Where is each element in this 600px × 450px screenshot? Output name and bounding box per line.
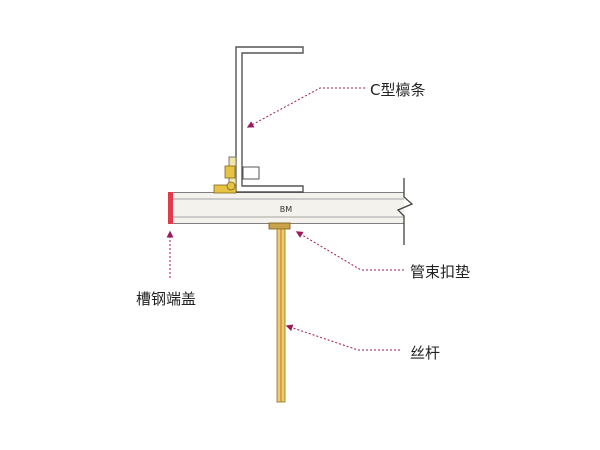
beam: [170, 178, 414, 245]
leader-clamp-washer: [295, 231, 404, 271]
channel-end-cap-shape: [168, 192, 173, 224]
leader-threaded-rod: [285, 324, 400, 351]
purlin-bolts: [213, 165, 260, 194]
beam-mark: BM: [280, 205, 292, 214]
label-channel-end-cap: 槽钢端盖: [136, 290, 197, 308]
label-c-purlin: C型檩条: [370, 81, 426, 99]
c-purlin-shape: [235, 46, 304, 193]
beam-break-line: [396, 178, 414, 245]
label-threaded-rod: 丝杆: [410, 344, 441, 362]
threaded-rod-shape: [276, 228, 286, 403]
label-clamp-washer: 管束扣垫: [410, 263, 471, 281]
leader-c-purlin: [246, 87, 365, 128]
clamp-washer-shape: [268, 222, 291, 230]
